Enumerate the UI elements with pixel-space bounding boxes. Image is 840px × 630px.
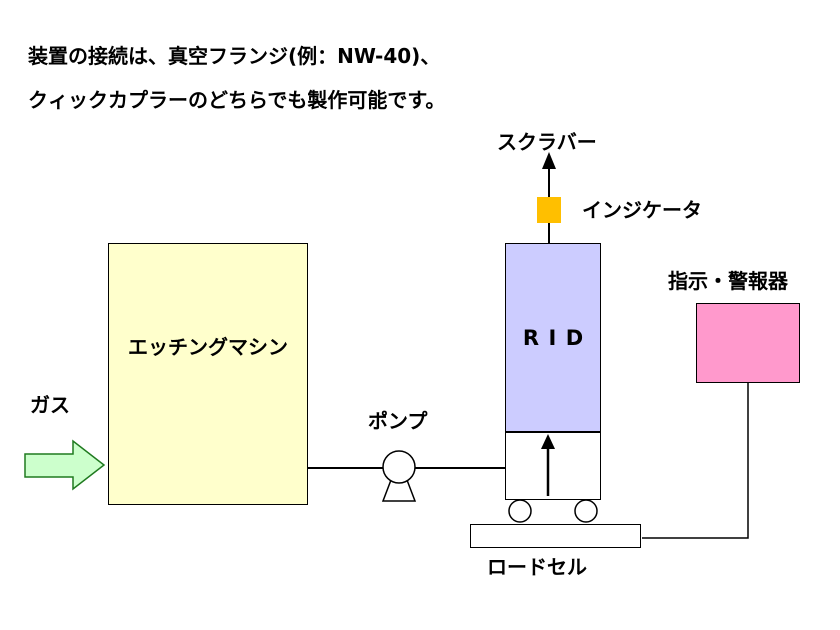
- note-line-1: 装置の接続は、真空フランジ(例：NW-40)、: [28, 44, 441, 68]
- wheel-right-icon: [574, 499, 598, 523]
- gas-label: ガス: [30, 393, 70, 417]
- alarm-box: [696, 303, 800, 383]
- wheel-left-icon: [508, 499, 532, 523]
- rid-base-box: [505, 432, 601, 500]
- pump-icon: [382, 450, 416, 484]
- indicator-label: インジケータ: [582, 198, 702, 222]
- etching-machine-box: エッチングマシン: [108, 243, 308, 505]
- note-line-2: クィックカプラーのどちらでも製作可能です。: [28, 88, 446, 112]
- etching-machine-label: エッチングマシン: [128, 335, 288, 359]
- gas-arrow-icon: [24, 439, 106, 491]
- rid-label: RID: [522, 325, 593, 350]
- scrubber-label: スクラバー: [497, 130, 597, 154]
- alarm-to-loadcell-line: [642, 383, 749, 539]
- alarm-label: 指示・警報器: [668, 269, 788, 293]
- pump-base-icon: [381, 479, 417, 502]
- rid-box: RID: [505, 243, 601, 432]
- load-cell-platform: [470, 524, 641, 548]
- loadcell-label: ロードセル: [487, 555, 587, 579]
- scrubber-arrowhead-icon: [542, 152, 556, 169]
- indicator-square: [537, 197, 561, 223]
- pump-label: ポンプ: [368, 409, 428, 433]
